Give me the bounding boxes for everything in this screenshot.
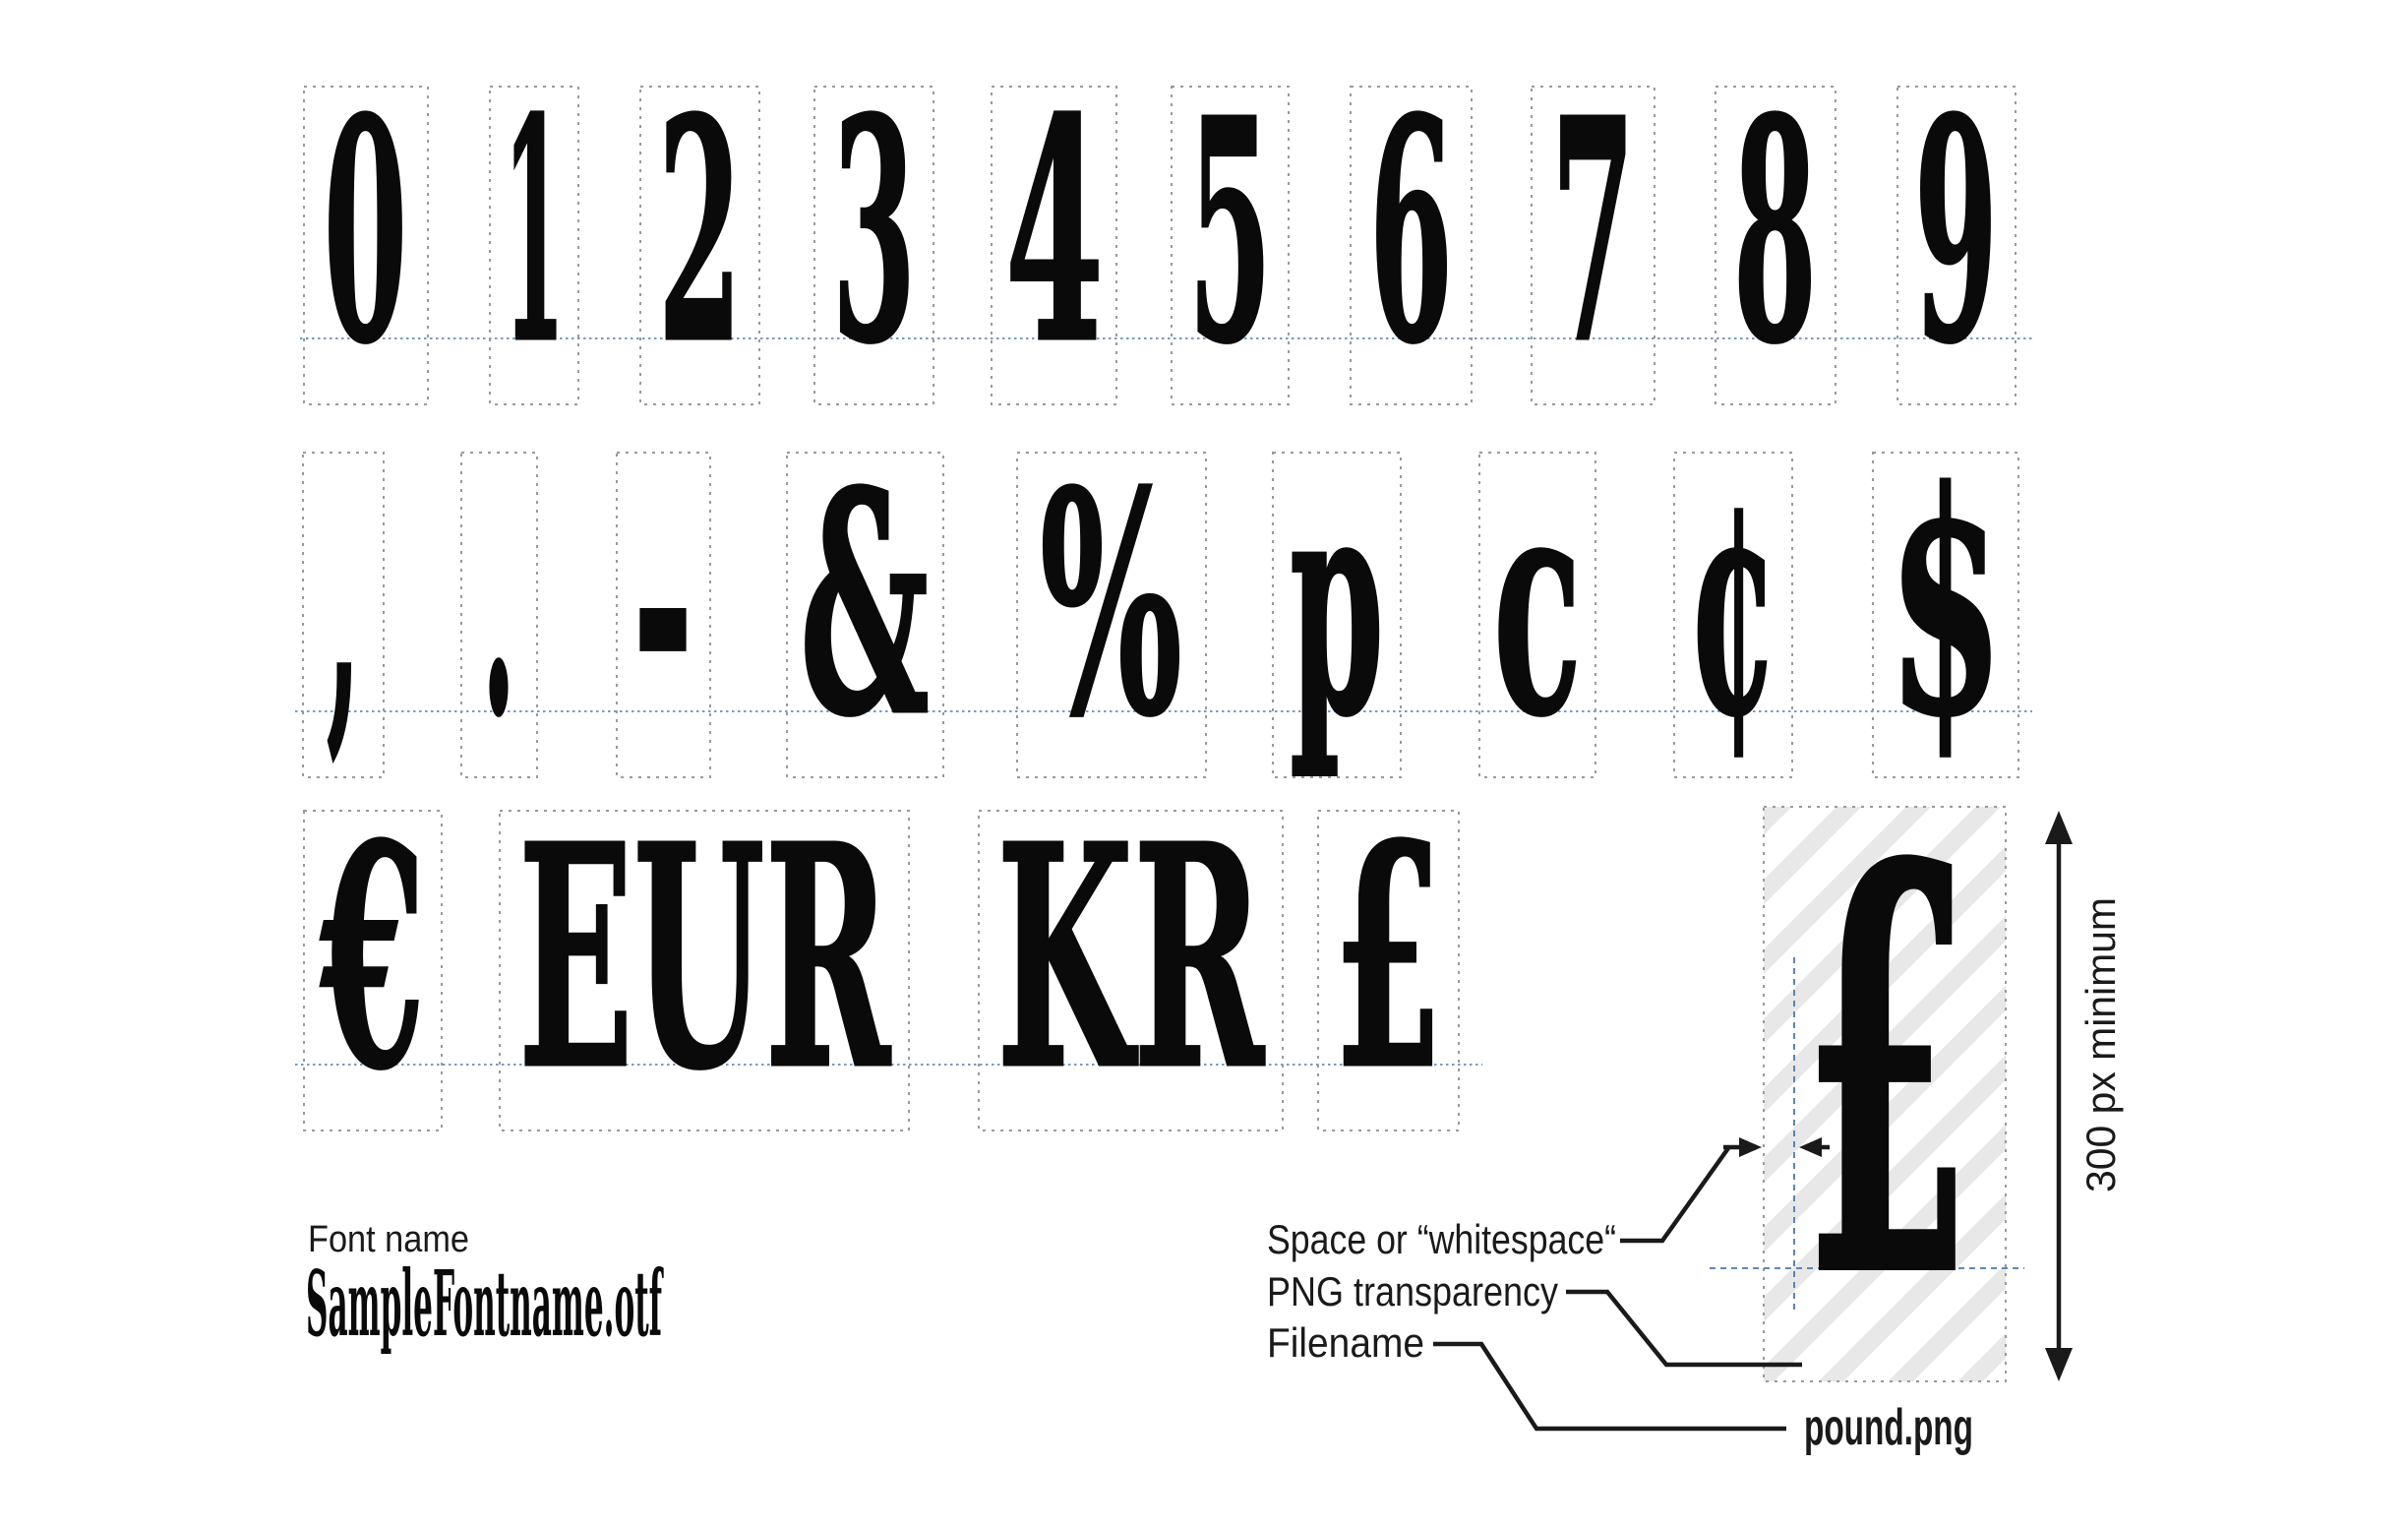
glyph-dollar: $ [1888, 426, 2004, 784]
min-size-dimension: 300 px minimum [2045, 811, 2124, 1381]
glyph-box-2 [639, 86, 760, 405]
glyph-cent: ¢ [1688, 426, 1778, 784]
pound-demo: £ 300 px minimum Space or “whitespace“ P… [1267, 746, 2124, 1456]
glyph-pound-sign: £ [1333, 779, 1443, 1137]
glyph-box-1 [489, 86, 579, 405]
glyph-hyphen: - [632, 426, 693, 784]
glyph-c: c [1493, 426, 1582, 784]
glyph-box-6 [1350, 86, 1473, 405]
glyph-box-period [460, 452, 538, 778]
glyph-euro-sign: € [319, 779, 425, 1137]
space-dim-arrow-left-icon [1799, 1137, 1822, 1157]
space-label: Space or “whitespace“ [1267, 1216, 1616, 1262]
glyph-kr: KR [996, 779, 1266, 1137]
filename-label: Filename [1267, 1319, 1424, 1366]
transparency-label: PNG transparency [1267, 1268, 1558, 1314]
glyph-digit-7: 7 [1551, 53, 1635, 411]
space-leader-line [1620, 1146, 1730, 1244]
glyph-box-5 [1171, 86, 1290, 405]
glyph-box-9 [1896, 86, 2017, 405]
glyph-digit-3: 3 [832, 53, 916, 411]
transparency-leader-line [1566, 1289, 1802, 1368]
font-filename: SampleFontname.otf [306, 1251, 664, 1357]
glyph-box-kr [978, 810, 1284, 1131]
glyph-digit-1: 1 [504, 53, 565, 411]
glyph-eur: EUR [518, 779, 892, 1137]
glyph-box-0 [303, 86, 429, 405]
glyph-comma: , [327, 426, 360, 784]
filename-leader-line [1433, 1341, 1786, 1432]
glyph-digit-2: 2 [658, 53, 742, 411]
glyph-digit-0: 0 [324, 53, 407, 411]
glyph-ampersand: & [800, 426, 930, 784]
space-dimension-indicator [1620, 1137, 1830, 1244]
glyph-digit-5: 5 [1188, 53, 1272, 411]
glyph-box-p [1272, 452, 1402, 778]
glyph-box-3 [813, 86, 934, 405]
glyph-box-euro-sign [303, 810, 443, 1131]
pound-filename: pound.png [1804, 1399, 1973, 1456]
glyph-box-ampersand [786, 452, 944, 778]
glyph-percent: % [1040, 426, 1182, 784]
min-size-label: 300 px minimum [2077, 897, 2124, 1192]
glyph-box-4 [991, 86, 1117, 405]
glyph-digit-6: 6 [1369, 53, 1453, 411]
glyph-row-digits: 0 1 2 3 4 5 6 7 8 9 [300, 52, 2032, 413]
glyph-row-symbols: , . - & % p c ¢ $ [295, 425, 2032, 786]
glyph-box-hyphen [616, 452, 711, 778]
glyph-digit-4: 4 [1005, 53, 1104, 411]
glyph-box-dollar [1872, 452, 2019, 778]
glyph-digit-9: 9 [1914, 53, 1998, 411]
arrow-down-icon [2045, 1348, 2073, 1381]
glyph-box-8 [1715, 86, 1836, 405]
glyph-p: p [1290, 426, 1384, 784]
space-dim-arrow-right-icon [1739, 1137, 1762, 1157]
pound-demo-glyph: £ [1802, 748, 1972, 1400]
arrow-up-icon [2045, 811, 2073, 844]
font-name-block: Font name SampleFontname.otf [306, 1219, 664, 1357]
glyph-box-comma [302, 452, 385, 778]
font-name-caption: Font name [308, 1219, 469, 1260]
glyph-digit-8: 8 [1733, 53, 1817, 411]
pound-demo-box [1763, 806, 2007, 1382]
transparency-stripes [1764, 807, 2006, 1381]
glyph-period: . [482, 426, 515, 784]
glyph-box-eur [499, 810, 910, 1131]
glyph-row-currency: € EUR KR £ [295, 778, 1482, 1139]
glyph-box-c [1478, 452, 1596, 778]
